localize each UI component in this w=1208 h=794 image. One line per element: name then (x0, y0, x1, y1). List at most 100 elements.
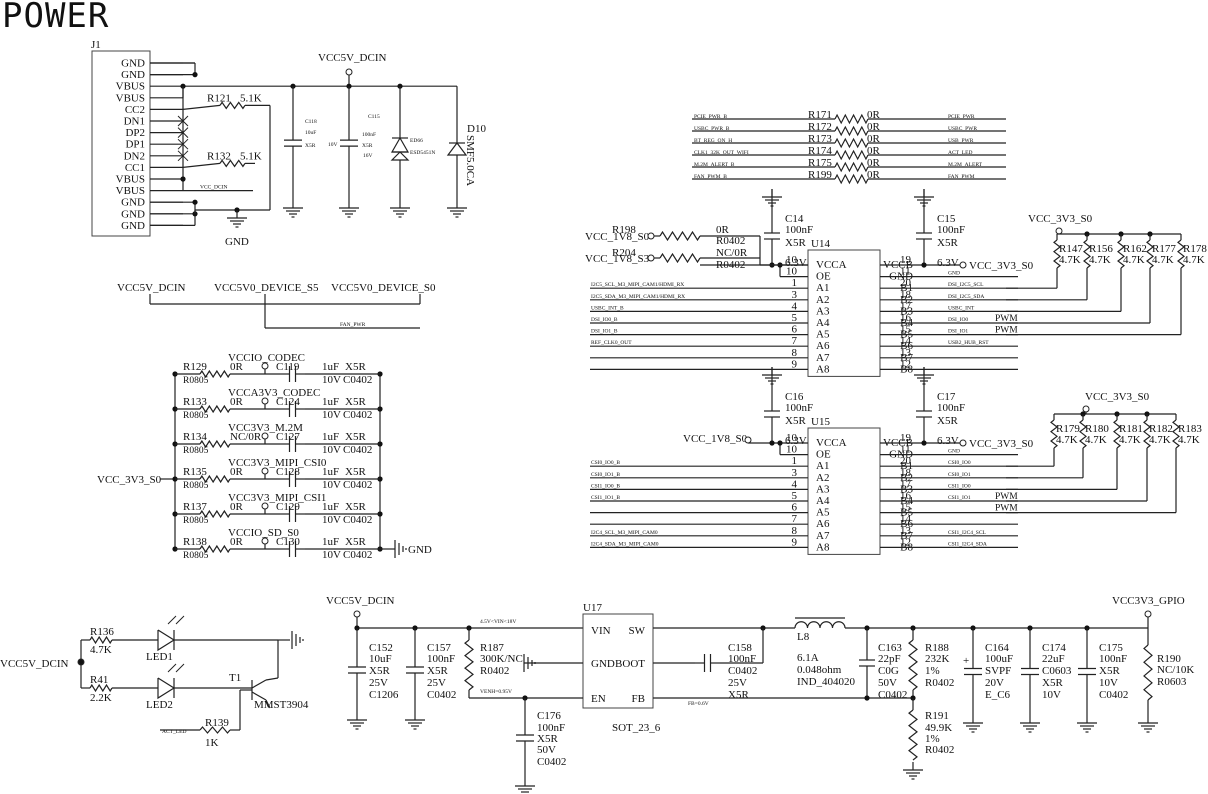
j1-gnd-label: GND (225, 236, 249, 248)
wire (182, 104, 221, 110)
u17-pkg: SOT_23_6 (612, 722, 661, 734)
pin-name: A5 (816, 329, 830, 341)
rail-resistor-pkg: R0805 (183, 411, 209, 421)
vin1-port (647, 232, 655, 240)
pin-number: 5 (792, 490, 798, 502)
pin-number: 18 (900, 289, 912, 301)
u15-vin-port (744, 436, 752, 444)
r-bank-ref: R175 (808, 157, 832, 169)
r188-value: 232K (925, 653, 950, 665)
right-net-label: GND (948, 449, 960, 455)
rail-cap-value: 1uF (322, 501, 339, 513)
rail-cap-voltage: 10V (322, 479, 341, 491)
left-net-label: I2C4_SDA_M3_MIPI_CAM0 (591, 541, 659, 547)
led1-ref: LED1 (146, 651, 173, 663)
rail-resistor-pkg: R0805 (183, 551, 209, 561)
r-bank-right-net: USB_PWR (948, 138, 974, 144)
tvs-symbol (446, 142, 468, 156)
pin-number: 12 (900, 536, 911, 548)
rail-resistor-ref: R133 (183, 396, 207, 408)
right-net-label: CSI0_IO1 (948, 472, 971, 478)
right-net-label: GND (948, 271, 960, 277)
decap-dielectric: X5R (937, 237, 958, 249)
pin-number: 8 (792, 525, 798, 537)
r191-value: 49.9K (925, 722, 952, 734)
c115-voltage: 16V (363, 153, 373, 159)
r136-ref: R136 (90, 626, 114, 638)
wire (177, 115, 189, 127)
vin2-port (647, 254, 655, 262)
pin-number: 10 (786, 254, 798, 266)
resistor-symbol (1050, 419, 1058, 449)
rail-net-label: VCCIO_SD_S0 (228, 527, 299, 539)
u15-body (807, 427, 881, 555)
pin-name: A2 (816, 294, 829, 306)
vccb-net-label: VCC_3V3_S0 (969, 438, 1034, 450)
pin-number: 12 (900, 358, 911, 370)
j1-ref: J1 (91, 39, 101, 51)
rail-net-label: VCCA3V3_CODEC (228, 387, 320, 399)
rail-cap-pkg: C0402 (343, 444, 372, 456)
pullup-value: 4.7K (1056, 434, 1078, 446)
pin-name: A6 (816, 340, 830, 352)
pin-number: 10 (786, 432, 798, 444)
pwm-label: PWM (995, 314, 1018, 324)
c163-diel: C0G (878, 665, 899, 677)
r-bank-value: 0R (867, 133, 881, 145)
r121-value: 5.1K (240, 92, 262, 104)
decap-value: 100nF (937, 224, 965, 236)
rail-resistor-value: NC/0R (230, 431, 262, 443)
resistor-symbol (1117, 239, 1125, 269)
rail-resistor-value: 0R (230, 361, 244, 373)
r-bank-right-net: FAN_PWM (948, 174, 975, 180)
resistor-symbol (199, 726, 231, 734)
r-bank-right-net: ACT_LED (948, 150, 972, 156)
vin1-net-label: VCC_1V8_S0 (585, 231, 650, 243)
pin-number: 17 (900, 300, 912, 312)
fb-note: FB=0.6V (688, 701, 709, 707)
pin-number: 19 (900, 432, 912, 444)
j1-pin-label: DP2 (125, 127, 145, 139)
inductor-symbol (794, 621, 846, 629)
pin-number: 7 (792, 513, 798, 525)
wire (265, 677, 279, 681)
pullup-ref: R181 (1119, 423, 1143, 435)
ed66-ref: ED66 (410, 138, 423, 144)
wire (167, 663, 177, 673)
pin-number: 11 (900, 266, 911, 278)
u14-body (807, 249, 881, 377)
r198-value: 0R (716, 224, 730, 236)
wire (175, 663, 185, 673)
r-bank-ref: R173 (808, 133, 832, 145)
c152-voltage: 25V (369, 677, 388, 689)
right-net-label: DSI_I2C5_SDA (948, 294, 984, 300)
pin-number: 4 (792, 478, 798, 490)
j1-pin-label: GND (121, 197, 145, 209)
right-net-label: DSI_I2C5_SCL (948, 282, 984, 288)
c115-voltage-alt: 10V (328, 142, 338, 148)
j1-pin-label: DN2 (124, 150, 145, 162)
c174-ref: C174 (1042, 642, 1066, 654)
c176-ref: C176 (537, 710, 561, 722)
c174-spec: C0603 (1042, 665, 1072, 677)
decap-dielectric: X5R (937, 415, 958, 427)
ed66-part: ESD5451N (410, 150, 435, 156)
r136-value: 4.7K (90, 644, 112, 656)
d10-ref: D10 (467, 123, 486, 135)
resistor-symbol (834, 161, 869, 173)
pin-name: A7 (816, 530, 830, 542)
right-net-label: CSI1_I2C4_SDA (948, 541, 987, 547)
pin-number: 8 (792, 347, 798, 359)
vin2-net-label: VCC_1V8_S3 (585, 253, 650, 265)
j1-pin-label: VBUS (116, 174, 145, 186)
r-bank-right-net: M.2M_ALERT (948, 162, 983, 168)
resistor-symbol (199, 369, 231, 379)
rail-cap-voltage: 10V (322, 374, 341, 386)
r-bank-ref: R171 (808, 109, 832, 121)
junction-dot (921, 262, 927, 268)
c158-dielectric: X5R (728, 689, 749, 701)
pin-number: 6 (792, 324, 798, 336)
r-bank-ref: R199 (808, 169, 832, 181)
rail-resistor-value: 0R (230, 536, 244, 548)
pin-number: 13 (900, 347, 912, 359)
